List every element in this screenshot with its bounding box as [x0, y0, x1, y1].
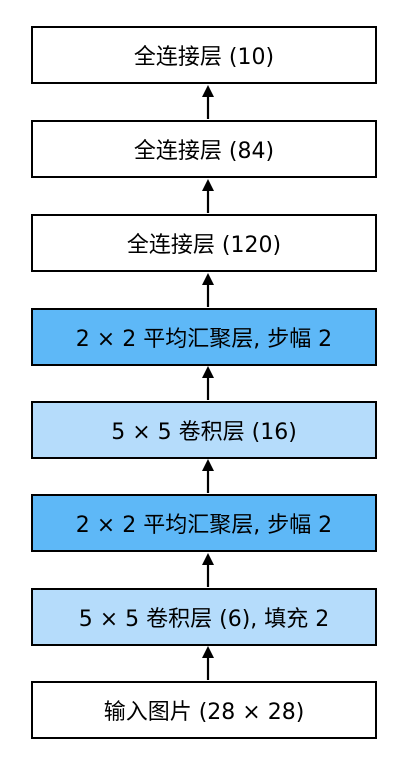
layer-avgpool-1: 2 × 2 平均汇聚层, 步幅 2 [31, 494, 377, 552]
arrow-up-icon [202, 459, 214, 493]
layer-fc-120: 全连接层 (120) [31, 214, 377, 272]
layer-label: 输入图片 (28 × 28) [103, 700, 305, 725]
arrow-up-icon [202, 273, 214, 307]
layer-label: 5 × 5 卷积层 (16) [111, 420, 297, 445]
arrow-up-icon [202, 85, 214, 119]
layer-label: 5 × 5 卷积层 (6), 填充 2 [78, 607, 330, 632]
arrow-up-icon [202, 366, 214, 400]
arrow-up-icon [202, 553, 214, 587]
layer-label: 全连接层 (120) [126, 233, 282, 258]
layer-label: 全连接层 (10) [133, 45, 275, 70]
arrow-up-icon [202, 646, 214, 680]
layer-input-image: 输入图片 (28 × 28) [31, 681, 377, 739]
arrow-up-icon [202, 179, 214, 213]
layer-conv-16: 5 × 5 卷积层 (16) [31, 401, 377, 459]
layer-conv-6: 5 × 5 卷积层 (6), 填充 2 [31, 588, 377, 646]
layer-label: 2 × 2 平均汇聚层, 步幅 2 [75, 327, 333, 352]
layer-fc-10: 全连接层 (10) [31, 26, 377, 84]
layer-avgpool-2: 2 × 2 平均汇聚层, 步幅 2 [31, 308, 377, 366]
layer-fc-84: 全连接层 (84) [31, 120, 377, 178]
layer-label: 2 × 2 平均汇聚层, 步幅 2 [75, 513, 333, 538]
layer-label: 全连接层 (84) [133, 139, 275, 164]
